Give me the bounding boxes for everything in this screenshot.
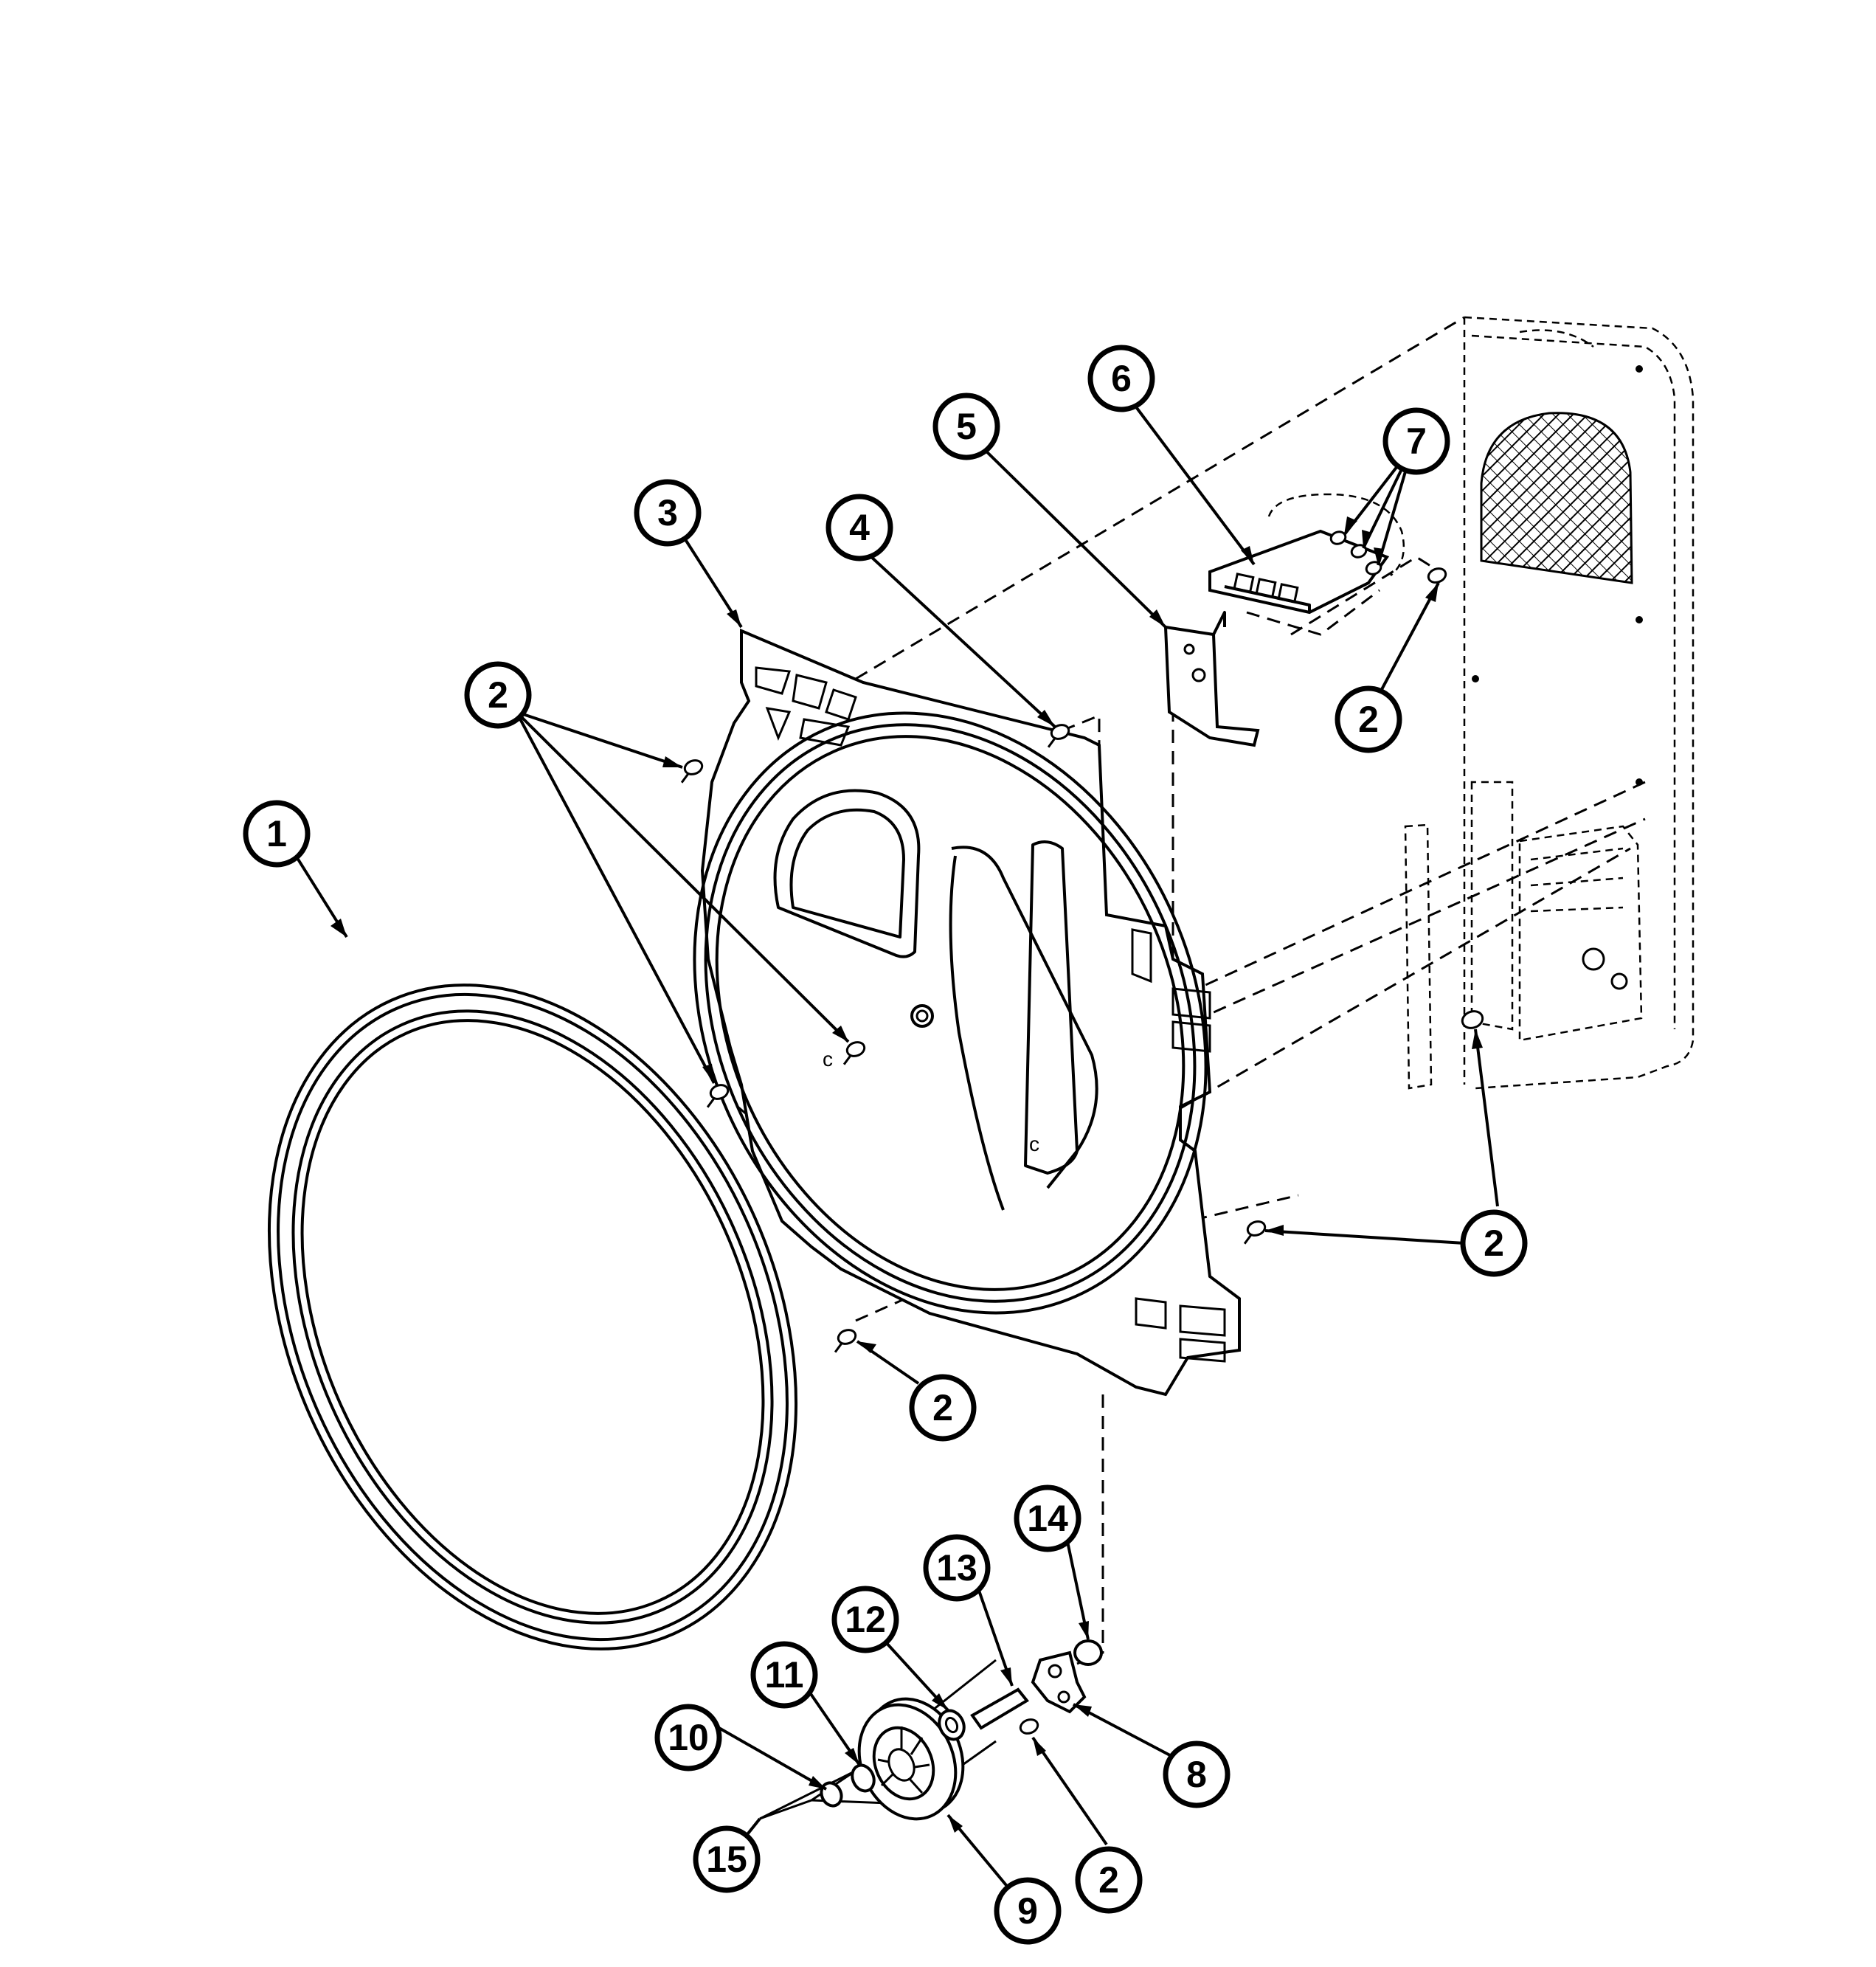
callout-8: 8	[1163, 1740, 1231, 1808]
callout-2d: 2	[909, 1374, 977, 1442]
callout-label: 4	[849, 507, 870, 548]
callout-label: 11	[765, 1654, 804, 1695]
callout-7: 7	[1382, 407, 1450, 475]
callout-label: 7	[1406, 421, 1427, 462]
mounting-bracket	[1163, 611, 1260, 747]
callout-15: 15	[693, 1825, 761, 1893]
callout-label: 15	[706, 1839, 747, 1880]
washer	[938, 1709, 966, 1741]
roller-wheel	[857, 1697, 965, 1821]
callout-label: 3	[657, 492, 678, 533]
front-seal-ring	[268, 984, 797, 1650]
roller-bracket	[1031, 1650, 1087, 1714]
callout-label: 9	[1017, 1890, 1038, 1932]
callout-label: 5	[956, 406, 977, 447]
callout-label: 14	[1027, 1498, 1068, 1539]
callout-label: 2	[932, 1387, 953, 1428]
callout-2c: 2	[1460, 1209, 1528, 1277]
callout-label: 6	[1111, 358, 1132, 399]
callout-2b: 2	[1335, 685, 1402, 753]
callout-label: 12	[845, 1599, 886, 1640]
callout-label: 2	[488, 674, 508, 716]
callout-10: 10	[654, 1704, 722, 1771]
exhaust-vent-grille	[1480, 412, 1633, 584]
screws	[680, 530, 1484, 1735]
callout-1: 1	[243, 800, 311, 868]
callout-12: 12	[831, 1586, 899, 1653]
front-bulkhead: c c	[693, 628, 1241, 1397]
callout-label: 1	[266, 813, 287, 854]
callout-3: 3	[634, 479, 702, 547]
callout-label: 10	[668, 1717, 709, 1758]
washer-small	[851, 1763, 876, 1793]
callout-6: 6	[1087, 345, 1155, 412]
callout-13: 13	[923, 1534, 991, 1602]
callout-label: 2	[1484, 1223, 1504, 1264]
callout-label: 8	[1186, 1754, 1207, 1795]
callout-11: 11	[750, 1641, 818, 1709]
svg-text:c: c	[823, 1048, 833, 1071]
callout-5: 5	[932, 393, 1000, 460]
clip	[820, 1781, 843, 1808]
callout-9: 9	[994, 1877, 1062, 1945]
nut	[1073, 1639, 1103, 1666]
roller-assembly	[759, 1639, 1103, 1821]
roller-shaft	[970, 1687, 1029, 1730]
callout-label: 13	[936, 1547, 977, 1589]
callout-label: 2	[1358, 699, 1379, 740]
terminal-block	[1208, 493, 1405, 615]
svg-text:c: c	[1029, 1133, 1039, 1155]
callout-2a: 2	[464, 661, 532, 729]
callout-4: 4	[825, 494, 893, 561]
callout-label: 2	[1098, 1859, 1119, 1901]
callout-2e: 2	[1075, 1846, 1143, 1914]
callout-14: 14	[1014, 1484, 1081, 1552]
rear-panel	[1404, 316, 1695, 1090]
